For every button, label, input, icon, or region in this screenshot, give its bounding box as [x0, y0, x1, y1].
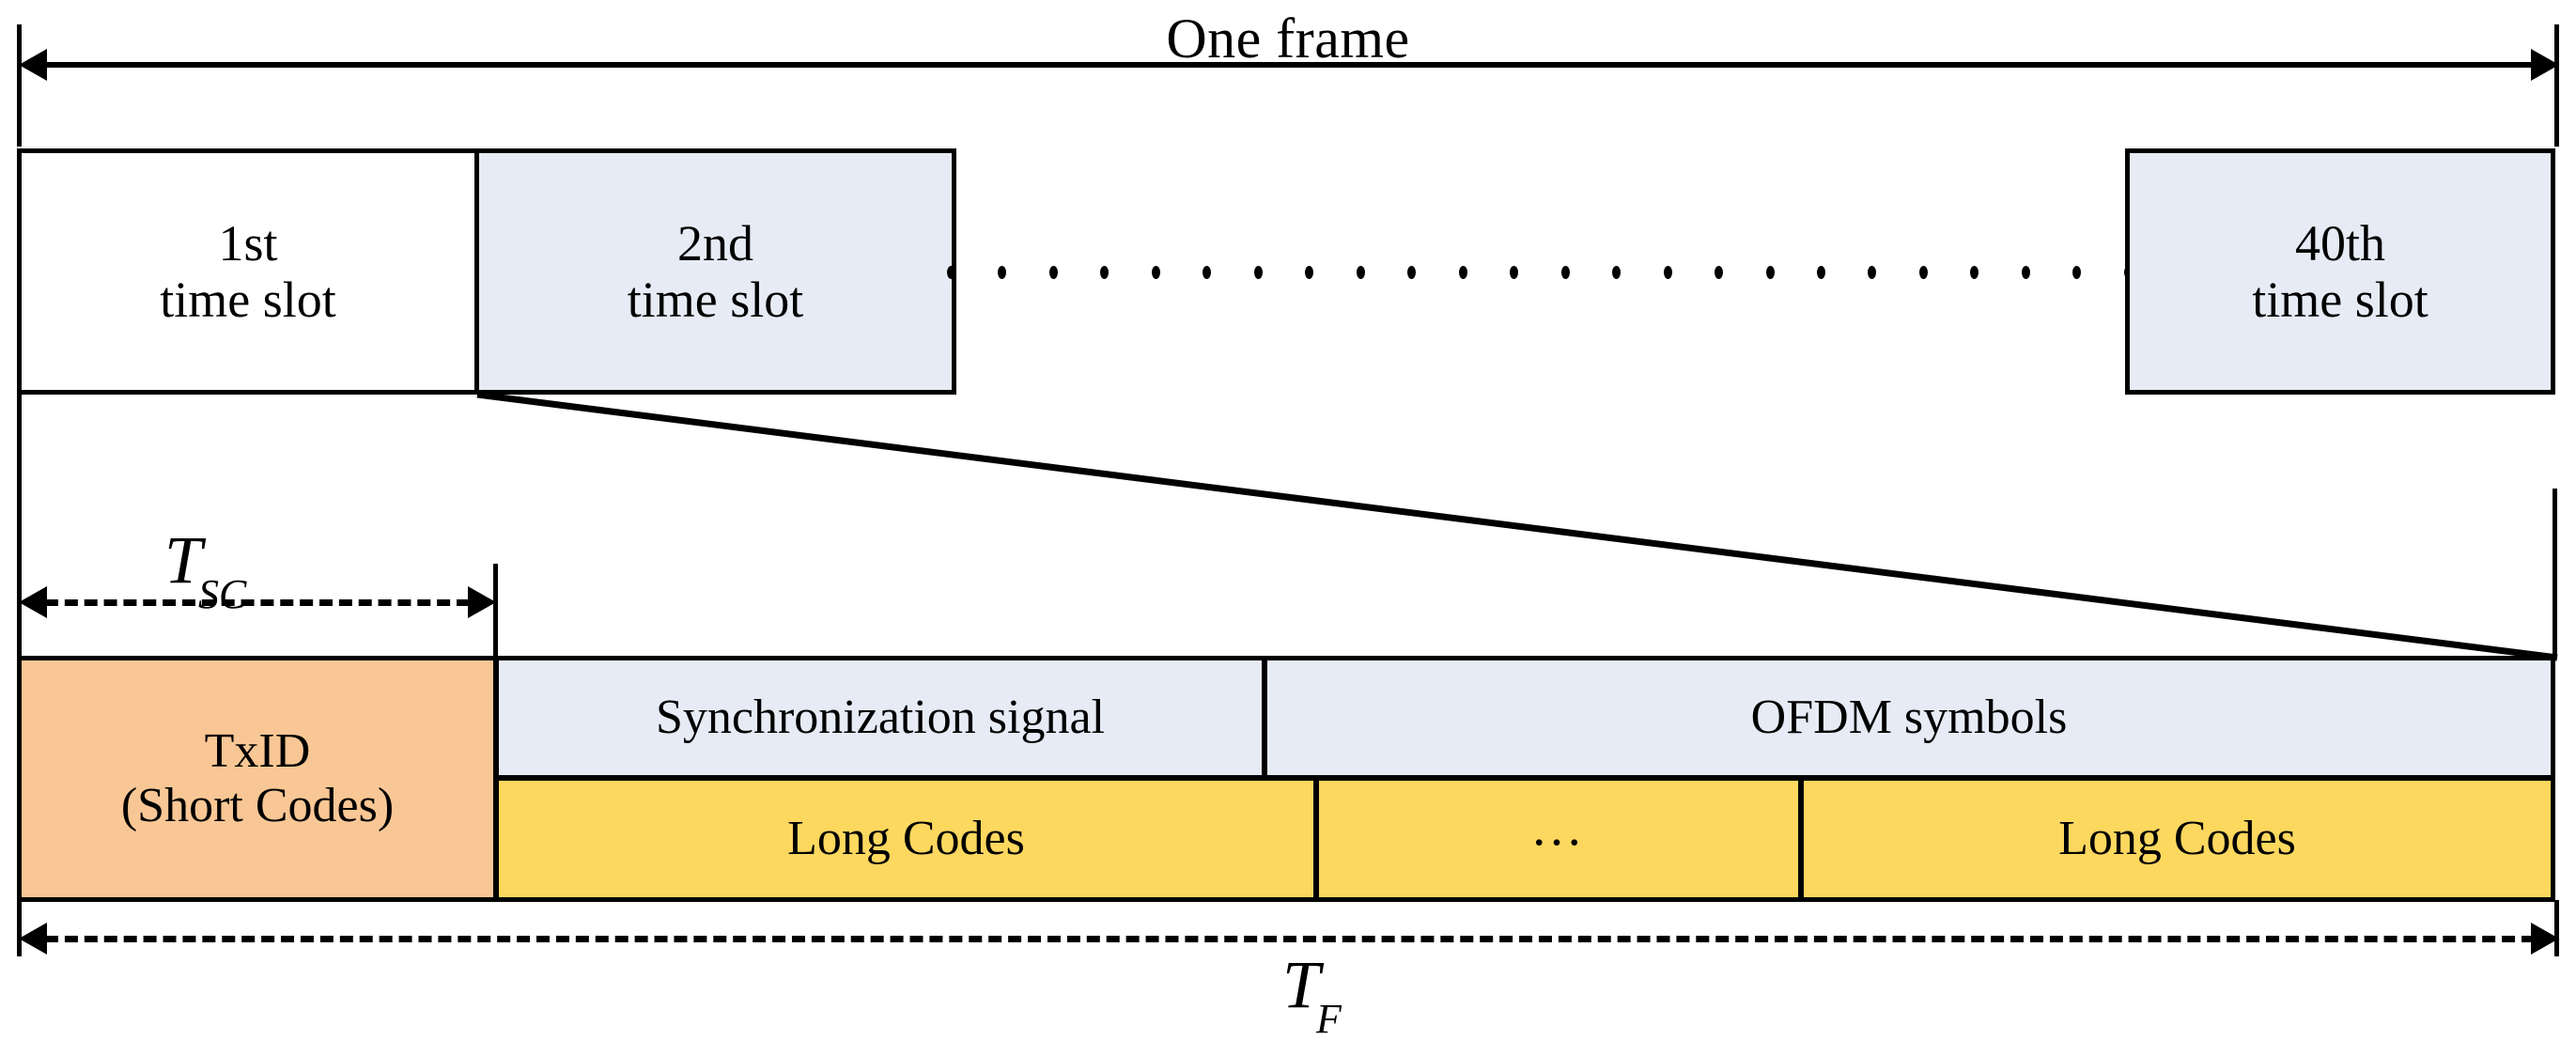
- ellipsis-dot: [1970, 266, 1979, 279]
- frame-title-label: One frame: [1166, 8, 1410, 70]
- frame-arrow-right-head: [2531, 49, 2559, 81]
- tsc-arrow-left-head: [19, 586, 47, 618]
- ellipsis-dot: [1048, 266, 1058, 279]
- ellipsis-dot: [998, 266, 1007, 279]
- time-slot-1-line1: 1st: [218, 215, 278, 272]
- tsc-arrow-shaft: [45, 599, 470, 606]
- frame-arrow-left-head: [19, 49, 47, 81]
- detail-cell-long-codes-2[interactable]: Long Codes: [1799, 776, 2555, 902]
- ellipsis-dot: [1458, 266, 1467, 279]
- slot-duration-label: TSC: [164, 526, 250, 617]
- ellipsis-dot: [1510, 266, 1519, 279]
- time-slot-40[interactable]: 40th time slot: [2125, 148, 2555, 395]
- slot-duration-symbol: T: [164, 522, 203, 598]
- ellipsis-dot: [1663, 266, 1672, 279]
- time-slot-2[interactable]: 2nd time slot: [474, 148, 956, 395]
- tf-arrow-shaft: [45, 936, 2535, 942]
- tf-arrow-right-head: [2531, 923, 2559, 955]
- time-slot-ellipsis: [947, 265, 2133, 280]
- ellipsis-dot: [1407, 266, 1417, 279]
- txid-line1: TxID: [204, 724, 311, 778]
- frame-right-guide-upper: [2554, 24, 2559, 147]
- frame-left-guide-upper: [17, 24, 22, 147]
- ellipsis-dot: [947, 266, 955, 279]
- tf-arrow-left-head: [19, 923, 47, 955]
- tsc-arrow-right-head: [468, 586, 496, 618]
- ellipsis-dot: [1100, 266, 1110, 279]
- ellipsis-dot: [1560, 266, 1570, 279]
- ellipsis-dot: [1816, 266, 1825, 279]
- frame-duration-subscript: F: [1316, 996, 1342, 1043]
- ellipsis-dot: [1612, 266, 1622, 279]
- detail-cell-txid[interactable]: TxID (Short Codes): [17, 656, 498, 902]
- sync-signal-label: Synchronization signal: [655, 691, 1106, 744]
- ellipsis-dot: [2021, 266, 2030, 279]
- ellipsis-dot: [1356, 266, 1365, 279]
- time-slot-2-line2: time slot: [627, 272, 804, 328]
- slot-duration-subscript: SC: [198, 571, 247, 618]
- ellipsis-dot: [2072, 266, 2082, 279]
- ellipsis-dot: [1715, 266, 1724, 279]
- ellipsis-dot: [1305, 266, 1314, 279]
- time-slot-1[interactable]: 1st time slot: [17, 148, 479, 395]
- ellipsis-dot: [1868, 266, 1877, 279]
- long-codes-1-label: Long Codes: [787, 812, 1025, 865]
- ellipsis-dot: [1203, 266, 1212, 279]
- long-codes-2-label: Long Codes: [2058, 812, 2296, 865]
- time-slot-40-line2: time slot: [2252, 272, 2429, 328]
- detail-cell-ofdm-symbols[interactable]: OFDM symbols: [1263, 656, 2555, 780]
- time-slot-2-line1: 2nd: [677, 215, 753, 272]
- ellipsis-dot: [1918, 266, 1928, 279]
- frame-duration-symbol: T: [1282, 947, 1321, 1022]
- time-slot-1-line2: time slot: [160, 272, 336, 328]
- detail-cell-long-codes-ellipsis: …: [1314, 776, 1803, 902]
- ellipsis-dot: [1253, 266, 1263, 279]
- frame-duration-label: TF: [1282, 951, 1345, 1042]
- detail-cell-long-codes-1[interactable]: Long Codes: [494, 776, 1318, 902]
- time-slot-40-line1: 40th: [2294, 215, 2385, 272]
- ellipsis-dot: [1765, 266, 1775, 279]
- ofdm-symbols-label: OFDM symbols: [1750, 691, 2068, 744]
- detail-cell-sync-signal[interactable]: Synchronization signal: [494, 656, 1266, 780]
- txid-line2: (Short Codes): [120, 779, 395, 832]
- frame-arrow-shaft: [43, 62, 2535, 68]
- ellipsis-dot: [1151, 266, 1160, 279]
- long-codes-ellipsis-label: …: [1530, 799, 1587, 857]
